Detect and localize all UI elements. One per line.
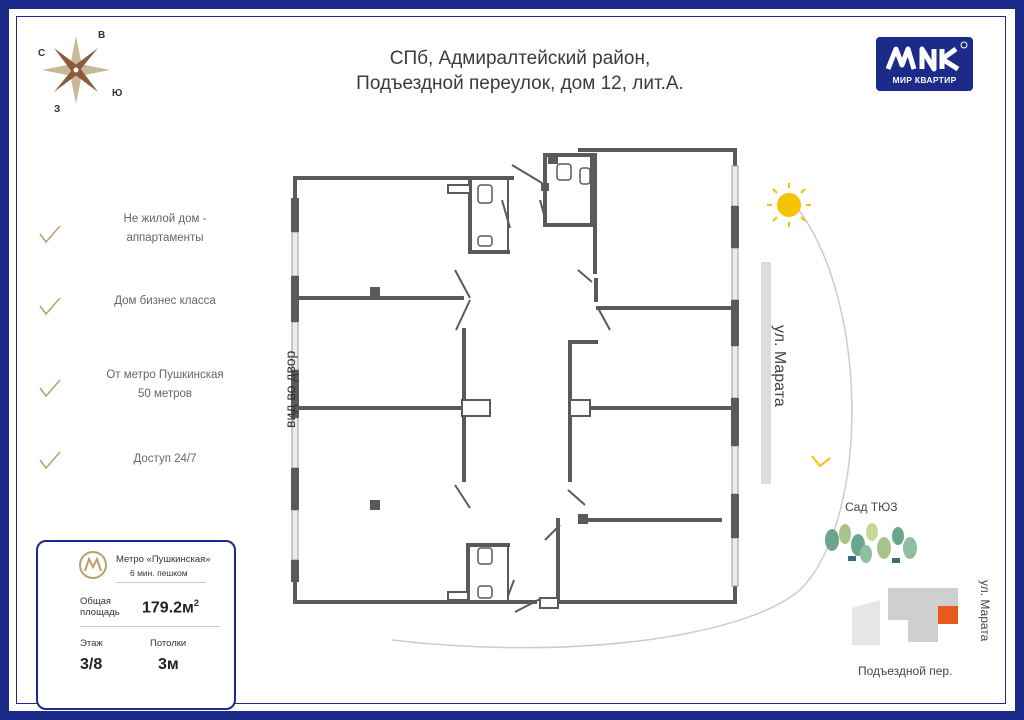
address-line-1: СПб, Адмиралтейский район, xyxy=(389,48,651,69)
check-icon xyxy=(39,379,61,398)
mir-kvartir-logo-icon xyxy=(885,41,968,72)
feature-3-line-1: От метро Пушкинская xyxy=(106,369,224,381)
address-title: СПб, Адмиралтейский район, Подъездной пе… xyxy=(300,46,740,96)
info-divider xyxy=(80,626,220,627)
metro-name: Метро «Пушкинская» xyxy=(116,554,211,565)
compass-south: Ю xyxy=(112,88,122,99)
feature-1-line-1: Не жилой дом - xyxy=(123,213,207,225)
ceiling-label: Потолки xyxy=(150,638,187,649)
moon-icon xyxy=(372,625,398,662)
metro-logo-icon xyxy=(79,551,107,579)
area-label-2: площадь xyxy=(80,607,120,618)
street-strip xyxy=(761,262,771,484)
feature-3-line-2: 50 метров xyxy=(137,388,193,400)
windows-right xyxy=(731,165,739,587)
garden-trees-icon xyxy=(825,523,917,563)
floor-plan-walls xyxy=(293,148,737,604)
sun-path-arrow-icon xyxy=(811,455,831,468)
toilet-fixtures xyxy=(477,163,591,599)
feature-2-line-1: Дом бизнес класса xyxy=(114,295,216,307)
windows-left xyxy=(291,198,299,582)
map-street-marata-label: ул. Марата xyxy=(978,580,992,642)
feature-item-1: Не жилой дом - аппартаменты xyxy=(70,210,260,248)
feature-item-3: От метро Пушкинская 50 метров xyxy=(70,366,260,404)
sun-path-arc xyxy=(391,204,853,649)
map-lane-label: Подъездной пер. xyxy=(858,664,953,678)
area-unit-superscript: 2 xyxy=(193,598,199,608)
compass-west: З xyxy=(54,104,60,115)
address-line-2: Подъездной переулок, дом 12, лит.А. xyxy=(356,73,684,94)
sun-icon xyxy=(767,183,811,227)
compass-east: В xyxy=(98,30,105,41)
logo-caption: МИР КВАРТИР xyxy=(892,75,957,85)
street-marata-label: ул. Марата xyxy=(771,325,788,407)
structural-columns xyxy=(370,156,588,524)
location-mini-map xyxy=(852,588,958,645)
info-card: Метро «Пушкинская» 6 мин. пешком Общая п… xyxy=(36,540,236,710)
door-swings xyxy=(454,164,611,613)
garden-label: Сад ТЮЗ xyxy=(845,500,898,514)
check-icon xyxy=(39,451,61,470)
check-icon xyxy=(39,297,61,316)
feature-item-4: Доступ 24/7 xyxy=(70,450,260,469)
compass-north: С xyxy=(38,48,45,59)
compass-rose-icon xyxy=(42,36,110,104)
courtyard-view-label: вид во двор xyxy=(282,350,298,428)
floor-label: Этаж xyxy=(80,638,103,649)
area-value: 179.2м2 xyxy=(142,598,199,617)
area-label-1: Общая xyxy=(80,596,112,607)
metro-walk-time: 6 мин. пешком xyxy=(130,568,188,578)
pillars-hollow xyxy=(447,184,591,609)
area-value-number: 179.2м xyxy=(142,599,194,617)
feature-1-line-2: аппартаменты xyxy=(126,232,204,244)
feature-4-line-1: Доступ 24/7 xyxy=(133,453,197,465)
mir-kvartir-logo: МИР КВАРТИР xyxy=(876,37,973,91)
feature-item-2: Дом бизнес класса xyxy=(70,292,260,311)
floor-value: 3/8 xyxy=(80,656,103,673)
check-icon xyxy=(39,225,61,244)
inner-border xyxy=(16,16,1006,704)
info-divider xyxy=(116,582,206,583)
ceiling-value: 3м xyxy=(158,656,179,673)
